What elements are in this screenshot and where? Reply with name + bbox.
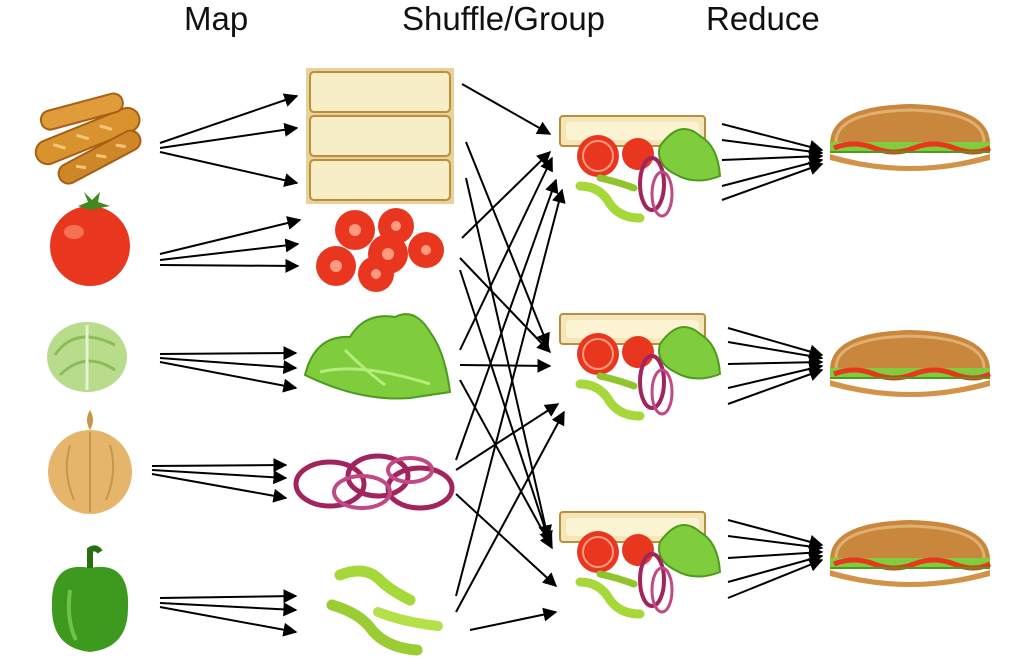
sandwich-icon bbox=[830, 104, 990, 171]
map-arrows bbox=[151, 93, 302, 637]
tomato-icon bbox=[50, 192, 130, 286]
ingredient-group-icon bbox=[560, 116, 720, 218]
baguette-icon bbox=[34, 92, 142, 185]
onion-icon bbox=[48, 410, 132, 514]
sandwich-icon bbox=[830, 330, 990, 397]
reduce-heading: Reduce bbox=[706, 0, 820, 37]
shuffle-group-heading: Shuffle/Group bbox=[402, 0, 606, 37]
ingredient-group-icon bbox=[560, 314, 720, 416]
tomato-slices-icon bbox=[316, 208, 444, 292]
bread-slices-icon bbox=[306, 68, 454, 204]
reduce-arrows bbox=[721, 123, 824, 599]
pepper-strips-icon bbox=[326, 565, 443, 656]
ingredient-group-icon bbox=[560, 512, 720, 614]
lettuce-icon bbox=[47, 322, 127, 392]
sandwich-icon bbox=[830, 520, 990, 587]
lettuce-leaves-icon bbox=[303, 313, 452, 400]
map-heading: Map bbox=[184, 0, 249, 37]
onion-rings-icon bbox=[293, 453, 455, 511]
green-pepper-icon bbox=[51, 545, 129, 652]
shuffle-arrows bbox=[455, 83, 566, 631]
